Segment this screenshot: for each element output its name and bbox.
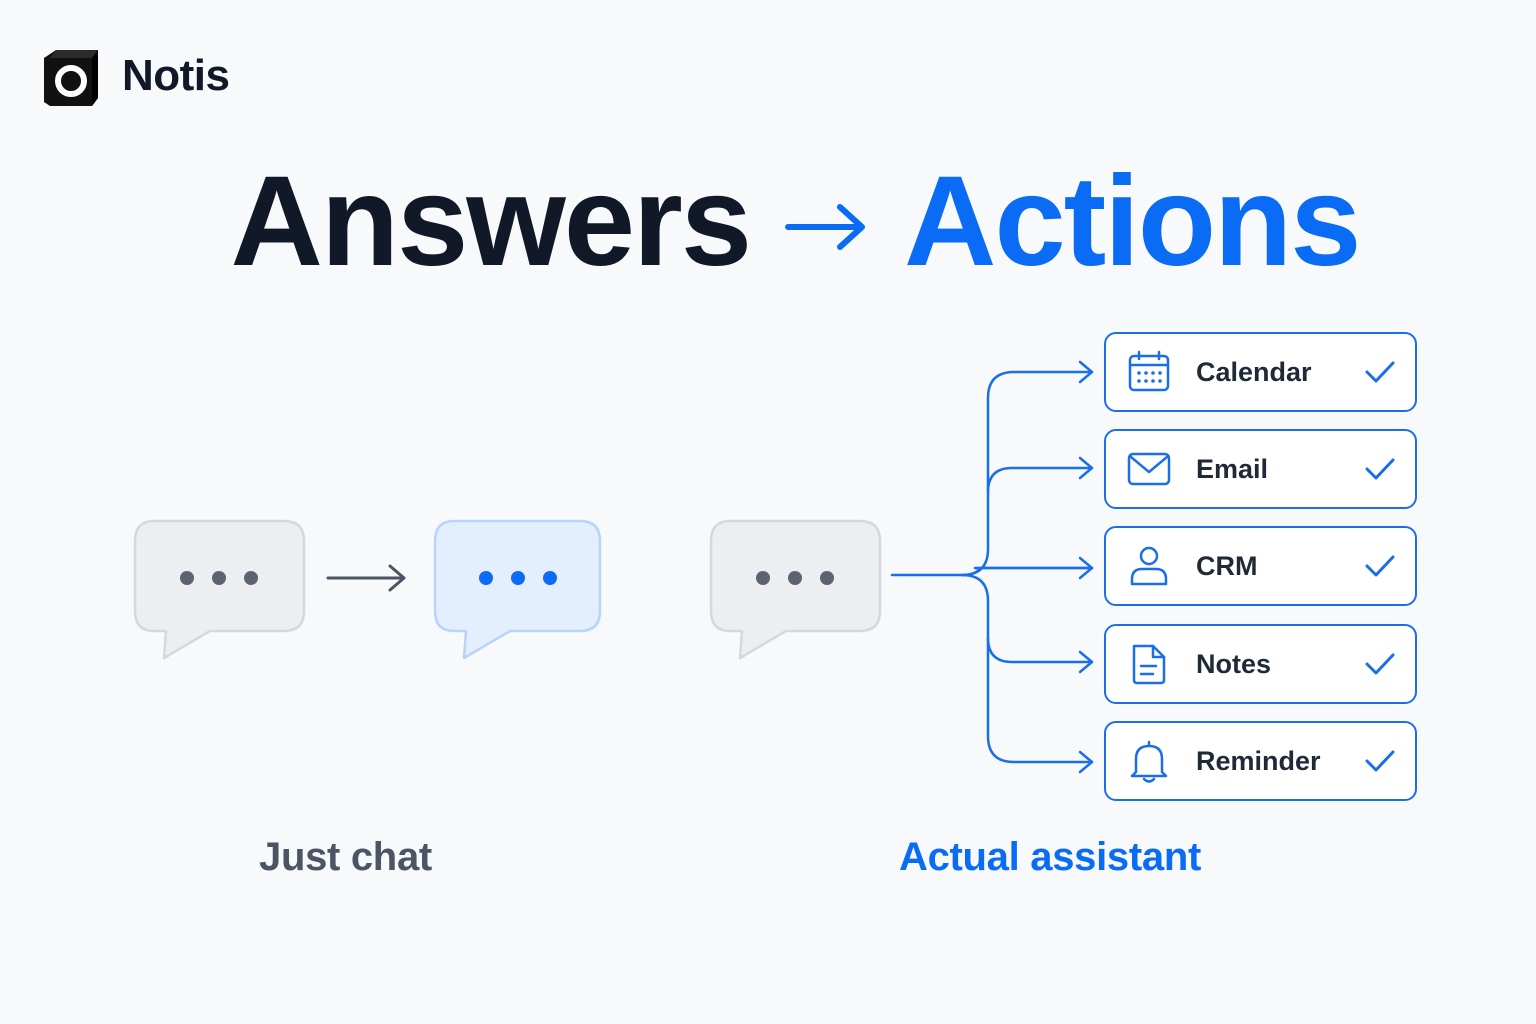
chat-bubble-user	[132, 518, 312, 668]
document-icon	[1132, 644, 1166, 685]
branch-crm-arrow	[1078, 556, 1094, 580]
chat-bubble-reply	[432, 518, 604, 668]
chat-bubble-request	[708, 518, 888, 668]
action-card-email[interactable]: Email	[1104, 429, 1417, 509]
action-label: Email	[1196, 454, 1269, 484]
action-card-calendar[interactable]: Calendar	[1104, 332, 1417, 412]
check-icon	[1365, 555, 1395, 577]
check-icon	[1365, 458, 1395, 480]
speech-bubble-icon	[133, 519, 306, 660]
branch-crm	[960, 566, 1094, 577]
headline: Answers Actions	[0, 152, 1536, 292]
caption-actual-assistant: Actual assistant	[899, 835, 1201, 879]
branch-email	[986, 466, 1094, 494]
check-icon	[1365, 361, 1395, 383]
speech-bubble-icon	[433, 519, 602, 660]
branch-email-arrow	[1078, 456, 1094, 480]
check-icon	[1365, 750, 1395, 772]
calendar-icon	[1128, 350, 1170, 392]
action-label: Notes	[1196, 649, 1272, 679]
headline-from: Answers	[230, 150, 752, 293]
action-card-crm[interactable]: CRM	[1104, 526, 1417, 606]
mail-icon	[1127, 452, 1171, 486]
speech-bubble-icon	[709, 519, 882, 660]
action-label: Reminder	[1196, 746, 1321, 776]
branch-notes-arrow	[1078, 650, 1094, 674]
action-card-reminder[interactable]: Reminder	[1104, 721, 1417, 801]
branch-calendar-arrow	[1078, 360, 1094, 384]
brand-name: Notis	[122, 51, 230, 100]
action-label: Calendar	[1196, 357, 1312, 387]
branch-trunk	[890, 370, 1094, 577]
check-icon	[1365, 653, 1395, 675]
branch-lower	[960, 573, 1094, 764]
brand-header: Notis	[42, 46, 230, 106]
action-card-notes[interactable]: Notes	[1104, 624, 1417, 704]
headline-to: Actions	[904, 150, 1361, 293]
notis-logo-icon	[44, 50, 98, 106]
branch-notes	[986, 636, 1094, 664]
caption-just-chat: Just chat	[259, 835, 432, 879]
action-label: CRM	[1196, 551, 1258, 581]
flow-arrow-icon	[326, 564, 406, 592]
user-icon	[1130, 546, 1168, 586]
arrow-right-icon	[785, 204, 865, 250]
bell-icon	[1130, 740, 1168, 783]
branch-reminder-arrow	[1078, 750, 1094, 774]
